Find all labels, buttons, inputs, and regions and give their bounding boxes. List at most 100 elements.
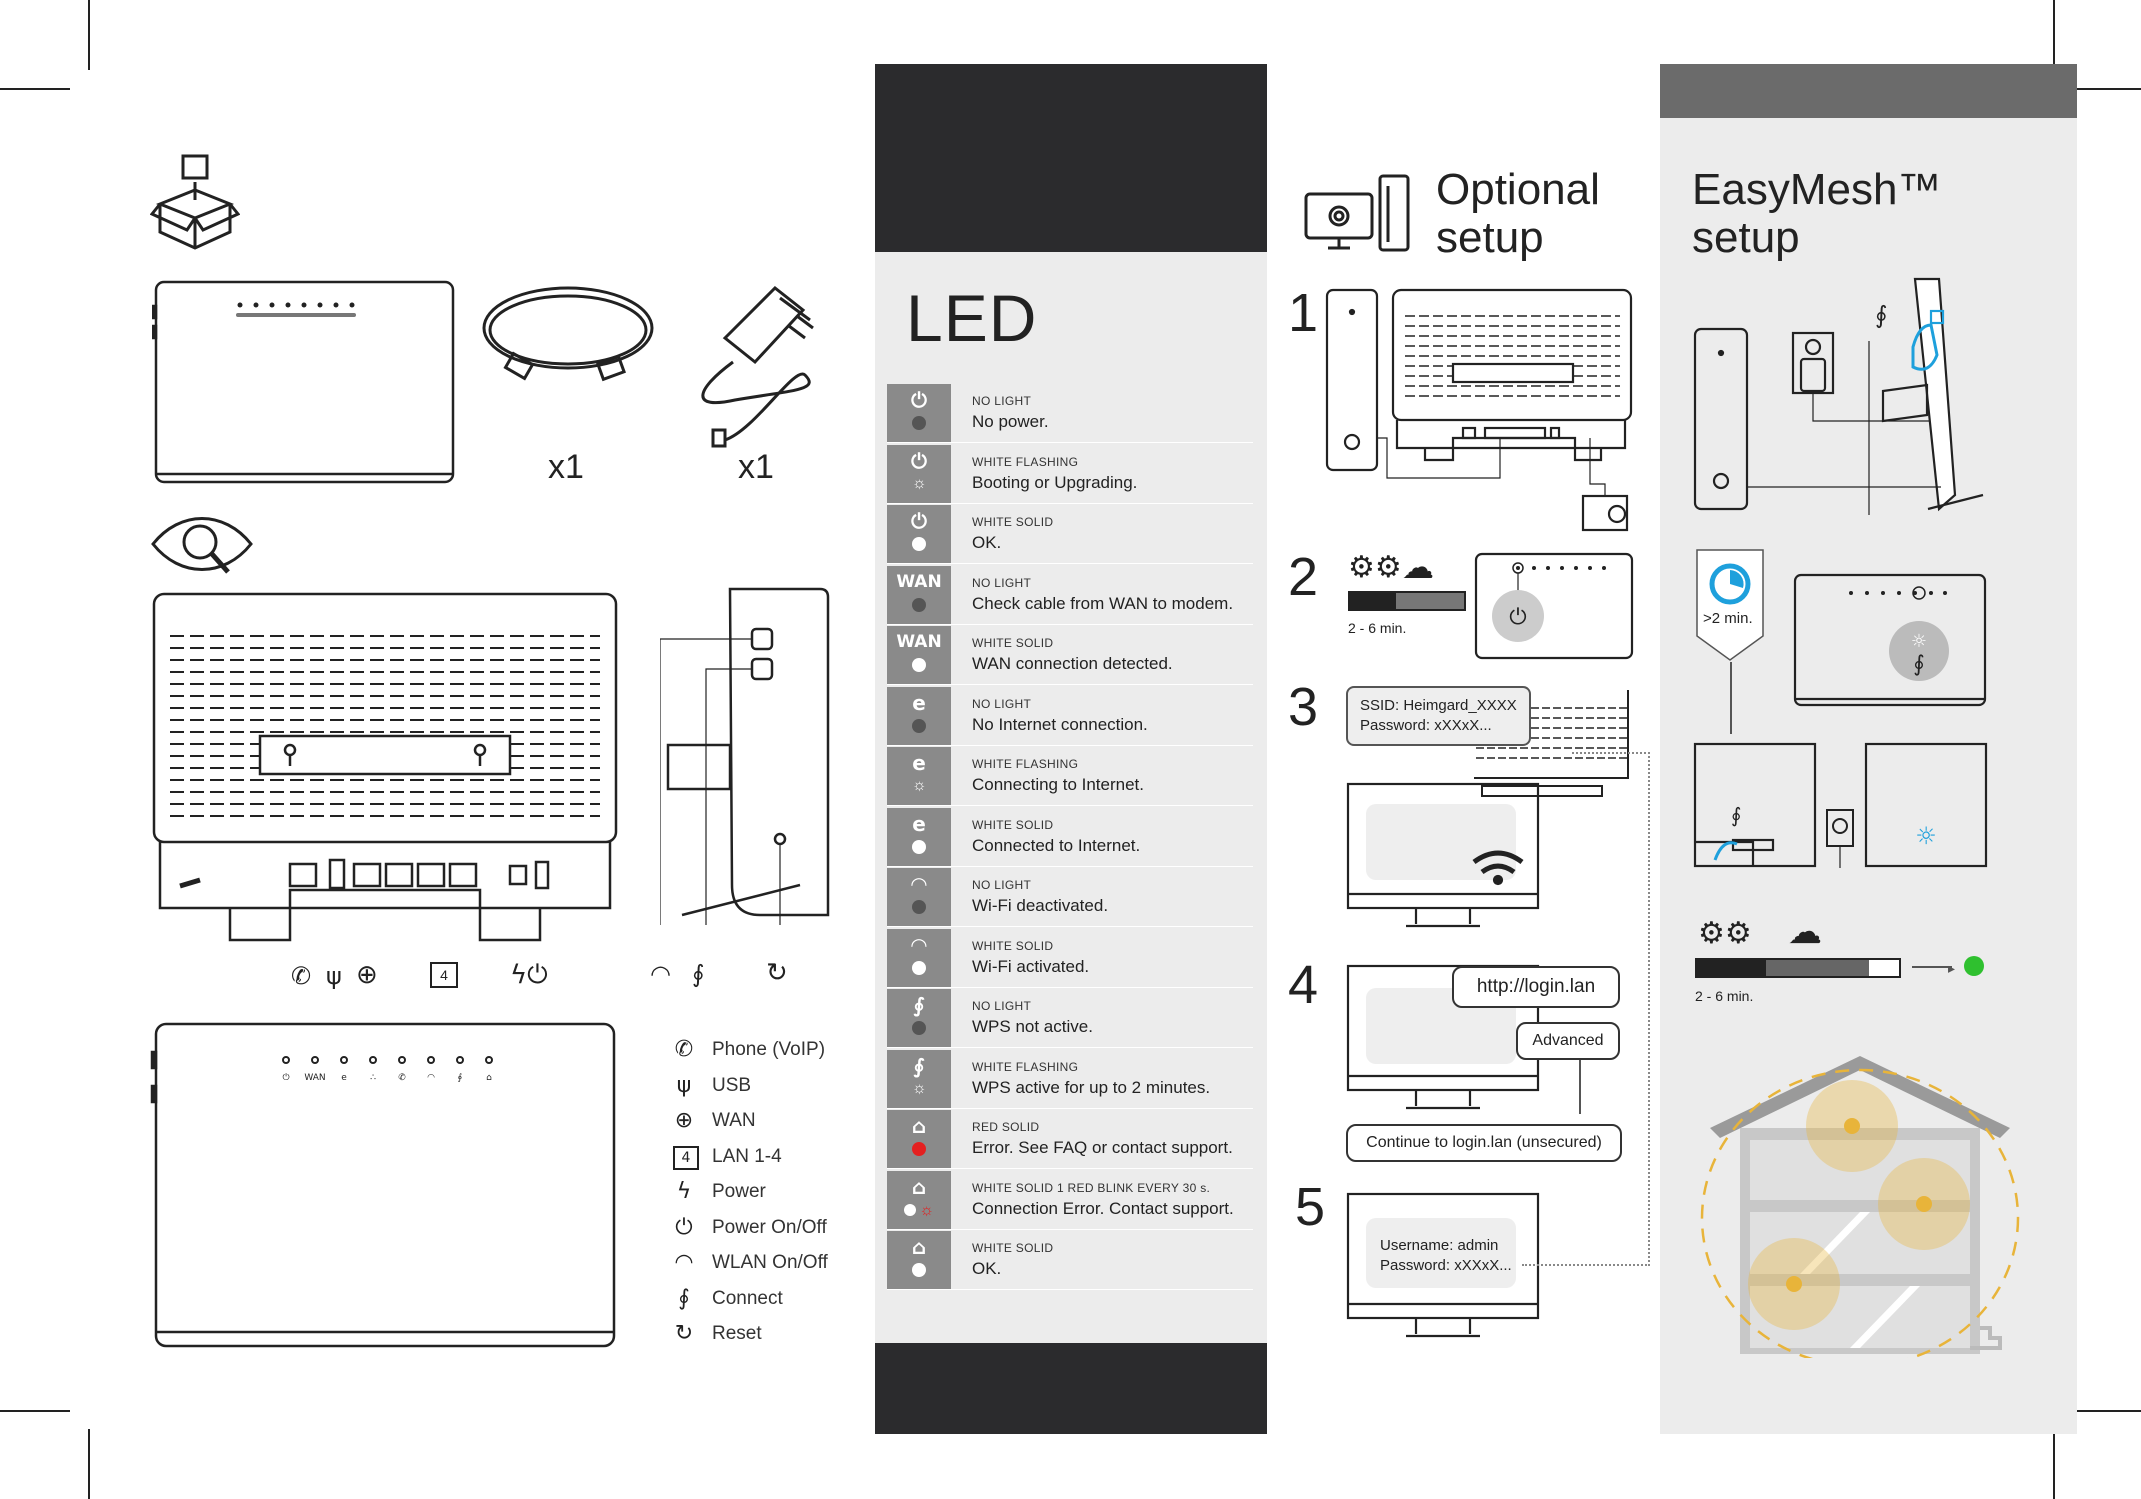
led-state-dot [912, 1142, 926, 1156]
led-state-dot [912, 900, 926, 914]
login-credentials: Username: admin Password: xXXxX... [1380, 1236, 1512, 1276]
crop-mark [2071, 88, 2141, 90]
led-description: WPS active for up to 2 minutes. [972, 1077, 1211, 1097]
mesh-node-illustration: ☼ [1864, 742, 1989, 872]
led-indicator-icon: e [887, 807, 951, 866]
password-text: Password: xXXxX... [1360, 717, 1492, 734]
easymesh-pairing-illustration: ∮ [1693, 275, 1993, 515]
mesh-cloud-download-icon: ☁ [1788, 912, 1822, 952]
led-state-dot: ☼ [912, 1079, 927, 1097]
advanced-button[interactable]: Advanced [1516, 1022, 1620, 1060]
mesh-router-top-illustration: ☼ ∮ [1793, 573, 1988, 708]
wifi-credentials-bubble: SSID: Heimgard_XXXX Password: xXXxX... [1346, 686, 1531, 746]
mesh-power-socket-illustration [1825, 808, 1855, 868]
led-caption: WHITE SOLID [972, 515, 1054, 529]
led-indicator-icon: ⏻ [887, 384, 951, 442]
mesh-progress-bar [1695, 958, 1901, 978]
router-front-illustration [152, 280, 457, 490]
svg-text:☼: ☼ [1911, 631, 1927, 652]
step5-monitor-illustration [1346, 1192, 1541, 1342]
led-state-dot [912, 537, 926, 551]
led-caption: NO LIGHT [972, 696, 1032, 711]
led-state-dot: ☼ [912, 474, 927, 492]
step2-router-illustration: ⏻ [1474, 552, 1634, 662]
led-caption: NO LIGHT [972, 575, 1032, 590]
phone-port-icon: ✆ [291, 962, 312, 990]
led-description: No power. [972, 412, 1049, 431]
led-symbol: ◠ [911, 932, 927, 957]
svg-text:∴: ∴ [370, 1073, 376, 1083]
legend-label: Reset [712, 1323, 762, 1344]
lan-icon: 4 [673, 1145, 699, 1170]
usb-port-icon: ψ [326, 962, 342, 990]
led-symbol: ⌂ [911, 1174, 927, 1199]
led-caption: WHITE FLASHING [972, 454, 1079, 469]
dotted-connector [1522, 1264, 1650, 1266]
adapter-quantity: x1 [738, 448, 774, 486]
computer-settings-icon [1302, 172, 1412, 254]
cable-quantity: x1 [548, 448, 584, 486]
led-row: ⌂ ☼WHITE SOLID 1 RED BLINK EVERY 30 s.Co… [887, 1170, 1253, 1230]
led-state-dot [912, 1021, 926, 1035]
led-caption: NO LIGHT [972, 878, 1032, 892]
crop-mark [88, 1429, 90, 1499]
led-description: Booting or Upgrading. [972, 472, 1138, 492]
led-row: ⏻ NO LIGHT No power. [887, 384, 1253, 443]
led-description: Wi-Fi activated. [972, 956, 1090, 976]
power-bolt-icon: ϟ [676, 1179, 692, 1204]
led-symbol: ◠ [911, 872, 927, 896]
wan-port-icon: ⊕ [356, 960, 378, 990]
status-green-dot [1964, 956, 1984, 976]
step-number: 4 [1288, 955, 1319, 1015]
led-symbol: ⏻ [911, 448, 927, 473]
connect-icon: ∮ [678, 1285, 690, 1311]
power-button-icon: ⏻ [675, 1214, 693, 1240]
continue-unsecured-button[interactable]: Continue to login.lan (unsecured) [1346, 1124, 1622, 1162]
box-contents-icon [150, 152, 240, 252]
led-indicator-icon: ⌂ ☼ [887, 1170, 951, 1229]
led-state-dot [912, 839, 926, 854]
arrow-head-icon: ▸ [1948, 960, 1956, 976]
led-symbol: ∮ [913, 993, 925, 1017]
arrow-line [1912, 966, 1952, 968]
led-description: OK. [972, 1259, 1002, 1278]
led-caption: RED SOLID [972, 1120, 1040, 1134]
led-symbol: ⏻ [911, 509, 927, 533]
password-text-login: Password: xXXxX... [1380, 1257, 1512, 1274]
svg-text:∮: ∮ [1875, 301, 1888, 329]
step-number: 2 [1288, 547, 1319, 607]
led-description: WAN connection detected. [972, 654, 1173, 673]
step-number: 1 [1288, 283, 1319, 343]
timer-text: >2 min. [1703, 610, 1753, 627]
led-indicator-icon: e [887, 686, 951, 745]
dotted-connector [1572, 752, 1650, 754]
legend-label: Connect [712, 1287, 783, 1309]
url-address-bar[interactable]: http://login.lan [1452, 966, 1620, 1008]
crop-mark [88, 0, 90, 70]
led-symbol: e [912, 690, 926, 715]
led-description: Connecting to Internet. [972, 775, 1145, 794]
easymesh-header [1660, 64, 2077, 118]
svg-text:∮: ∮ [1731, 803, 1741, 827]
easymesh-title-line1: EasyMesh™ [1692, 165, 1942, 214]
mesh-time: 2 - 6 min. [1695, 988, 1754, 1004]
led-indicator-icon: ⏻☼ [887, 444, 951, 503]
router-back-illustration [150, 590, 622, 950]
legend-label: LAN 1-4 [712, 1145, 782, 1167]
easymesh-title-line2: setup [1692, 213, 1800, 262]
lan-port-icon: 4 [430, 962, 458, 988]
svg-text:∮: ∮ [1913, 652, 1924, 677]
led-indicator-icon: WAN [887, 565, 951, 624]
wifi-button-icon: ◠ [650, 960, 671, 988]
connector-line [1730, 662, 1732, 734]
led-description: Error. See FAQ or contact support. [972, 1138, 1233, 1157]
wifi-icon: ◠ [674, 1250, 694, 1275]
led-caption: NO LIGHT [972, 394, 1032, 408]
svg-text:⏻: ⏻ [1509, 605, 1526, 630]
eye-magnifier-icon [150, 510, 254, 580]
legend-label: WLAN On/Off [712, 1252, 828, 1273]
